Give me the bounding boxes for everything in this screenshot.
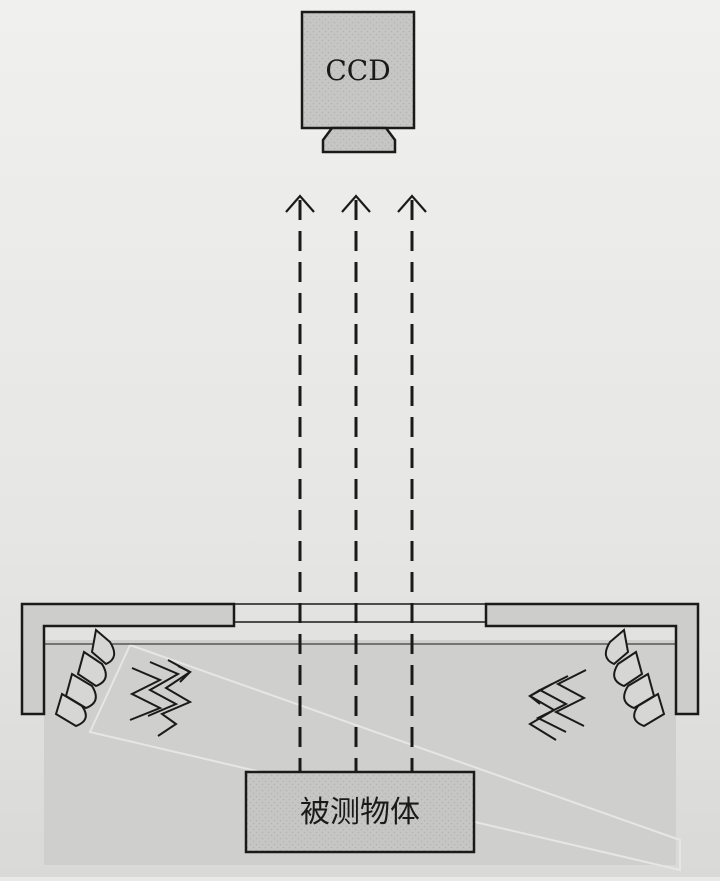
emitted-light-right [527,669,587,741]
ccd-camera: CCD [300,10,416,154]
arrow-icon [177,665,192,683]
light-source-housing [20,602,700,716]
led-icon [76,650,107,688]
test-object: 被测物体 [244,770,476,854]
test-object-box [244,770,476,854]
led-array-left [54,628,116,728]
light-beam-outline [88,643,681,872]
led-icon [633,692,666,728]
light-ray-squiggle [147,661,181,717]
ccd-label: CCD [325,54,390,87]
arrow-up-icon [397,194,427,213]
led-icon [623,672,656,710]
arrow-up-icon [285,194,315,213]
arrowheads [285,194,427,213]
light-ray-squiggle [553,669,587,727]
led-icon [54,692,87,728]
led-icon [613,650,644,688]
arrow-icon [528,689,541,705]
emitted-light-left [129,659,193,737]
led-icon [90,628,116,666]
ccd-lens [321,126,397,154]
reflected-rays [298,200,414,772]
led-array-right [604,628,666,728]
arrow-up-icon [341,194,371,213]
led-icon [604,628,630,666]
led-icon [64,672,97,710]
light-ray-squiggle [129,667,163,721]
test-object-label: 被测物体 [300,795,420,830]
